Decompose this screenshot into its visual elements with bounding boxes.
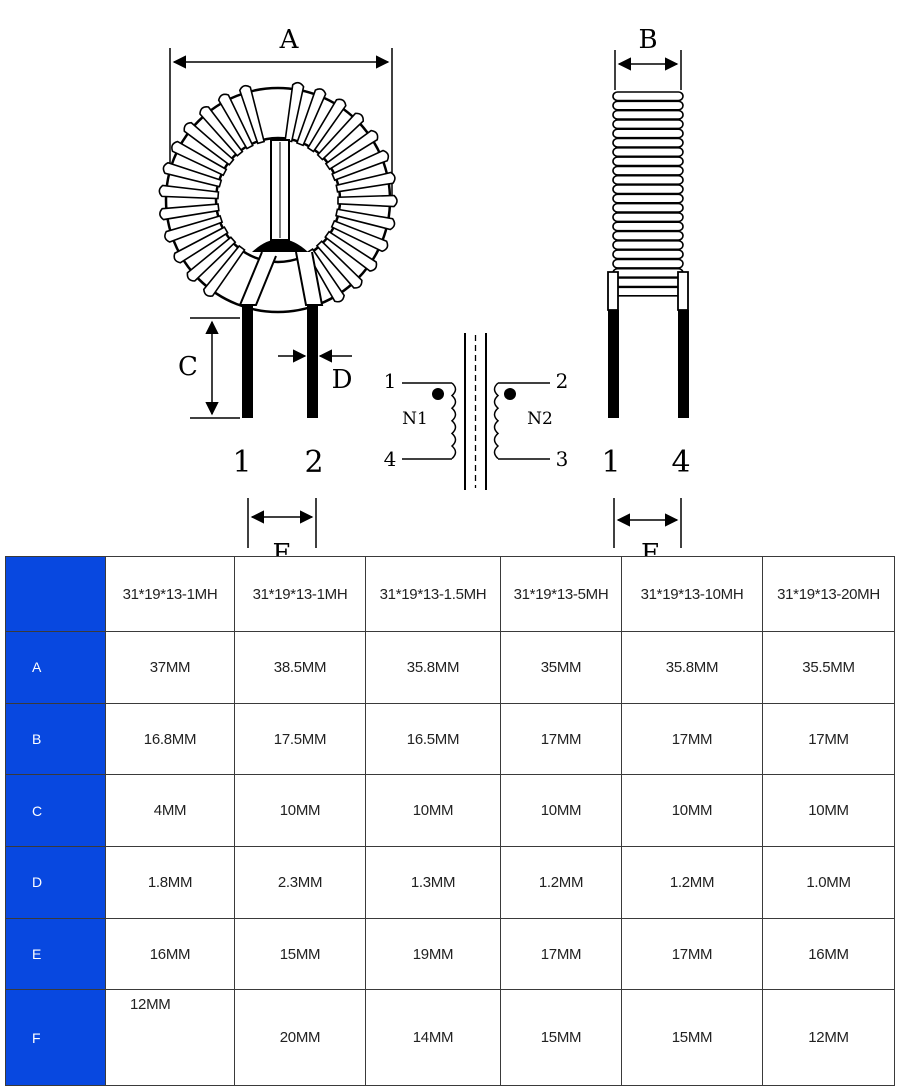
table-cell: 35.5MM	[762, 631, 895, 704]
column-header: 31*19*13-1MH	[234, 556, 366, 632]
table-cell: 17MM	[621, 917, 763, 991]
table-cell: 14MM	[365, 989, 501, 1086]
front-pin-label-1: 1	[232, 445, 251, 480]
dimension-label-c: C	[178, 352, 198, 382]
row-label: E	[5, 917, 106, 991]
table-cell: 4MM	[105, 774, 235, 848]
table-cell: 35.8MM	[621, 631, 763, 704]
column-header: 31*19*13-10MH	[621, 556, 763, 632]
front-pin-label-2: 2	[304, 445, 323, 480]
table-cell: 10MM	[234, 774, 366, 848]
spec-table: 31*19*13-1MH 31*19*13-1MH 31*19*13-1.5MH…	[5, 556, 895, 1086]
table-corner-cell	[5, 556, 106, 632]
table-cell: 1.8MM	[105, 846, 235, 919]
side-pin-label-4: 4	[671, 445, 690, 480]
column-header: 31*19*13-1MH	[105, 556, 235, 632]
table-cell: 38.5MM	[234, 631, 366, 704]
schematic-pin-2: 2	[556, 369, 569, 393]
column-header: 31*19*13-20MH	[762, 556, 895, 632]
table-cell: 17MM	[500, 702, 622, 776]
side-winding-turns	[612, 91, 684, 297]
table-cell: 19MM	[365, 917, 501, 991]
table-cell: 16.8MM	[105, 702, 235, 776]
table-cell: 16MM	[762, 917, 895, 991]
table-cell: 35.8MM	[365, 631, 501, 704]
schematic-pin-1: 1	[384, 369, 397, 393]
schematic-pin-3: 3	[556, 447, 569, 471]
table-cell: 1.2MM	[500, 846, 622, 919]
winding-label-n2: N2	[527, 409, 553, 429]
toroid-front-view: A C D 1 2 E	[158, 25, 398, 556]
table-cell: 10MM	[621, 774, 763, 848]
table-cell: 1.2MM	[621, 846, 763, 919]
dimension-label-f: F	[641, 539, 659, 556]
column-header: 31*19*13-5MH	[500, 556, 622, 632]
table-row: A 37MM 38.5MM 35.8MM 35MM 35.8MM 35.5MM	[5, 631, 895, 704]
table-cell: 15MM	[500, 989, 622, 1086]
table-cell: 17MM	[500, 917, 622, 991]
toroid-inductor-drawing: A C D 1 2 E	[158, 25, 691, 556]
table-cell: 16.5MM	[365, 702, 501, 776]
table-cell: 15MM	[621, 989, 763, 1086]
row-label: D	[5, 846, 106, 919]
table-cell: 17MM	[762, 702, 895, 776]
dimension-label-a: A	[279, 25, 300, 55]
column-header: 31*19*13-1.5MH	[365, 556, 501, 632]
dimension-label-d: D	[332, 365, 353, 395]
winding-label-n1: N1	[402, 409, 428, 429]
table-row: C 4MM 10MM 10MM 10MM 10MM 10MM	[5, 774, 895, 848]
table-cell: 1.0MM	[762, 846, 895, 919]
table-cell: 10MM	[762, 774, 895, 848]
table-cell: 17.5MM	[234, 702, 366, 776]
table-cell: 37MM	[105, 631, 235, 704]
row-label: B	[5, 702, 106, 776]
schematic-pin-4: 4	[384, 447, 397, 471]
table-cell: 10MM	[500, 774, 622, 848]
table-cell: 2.3MM	[234, 846, 366, 919]
table-cell: 35MM	[500, 631, 622, 704]
table-cell: 15MM	[234, 917, 366, 991]
table-row: D 1.8MM 2.3MM 1.3MM 1.2MM 1.2MM 1.0MM	[5, 846, 895, 919]
row-label: F	[5, 989, 106, 1086]
side-pin-label-1: 1	[601, 445, 620, 480]
table-cell: 16MM	[105, 917, 235, 991]
table-cell: 17MM	[621, 702, 763, 776]
table-cell: 1.3MM	[365, 846, 501, 919]
table-cell: 20MM	[234, 989, 366, 1086]
table-cell: 12MM	[762, 989, 895, 1086]
table-cell: 12MM	[105, 989, 235, 1086]
winding-turns	[158, 81, 398, 303]
row-label: A	[5, 631, 106, 704]
table-row: E 16MM 15MM 19MM 17MM 17MM 16MM	[5, 917, 895, 991]
toroid-side-view: B 1 4 F	[601, 25, 690, 556]
dimension-label-e: E	[273, 539, 292, 556]
table-cell: 10MM	[365, 774, 501, 848]
table-row: F 12MM 20MM 14MM 15MM 15MM 12MM	[5, 989, 895, 1086]
table-header-row: 31*19*13-1MH 31*19*13-1MH 31*19*13-1.5MH…	[5, 556, 895, 632]
winding-schematic: 1 4 2 3 N1 N2	[384, 333, 569, 490]
row-label: C	[5, 774, 106, 848]
table-row: B 16.8MM 17.5MM 16.5MM 17MM 17MM 17MM	[5, 702, 895, 776]
dimension-label-b: B	[638, 25, 657, 55]
